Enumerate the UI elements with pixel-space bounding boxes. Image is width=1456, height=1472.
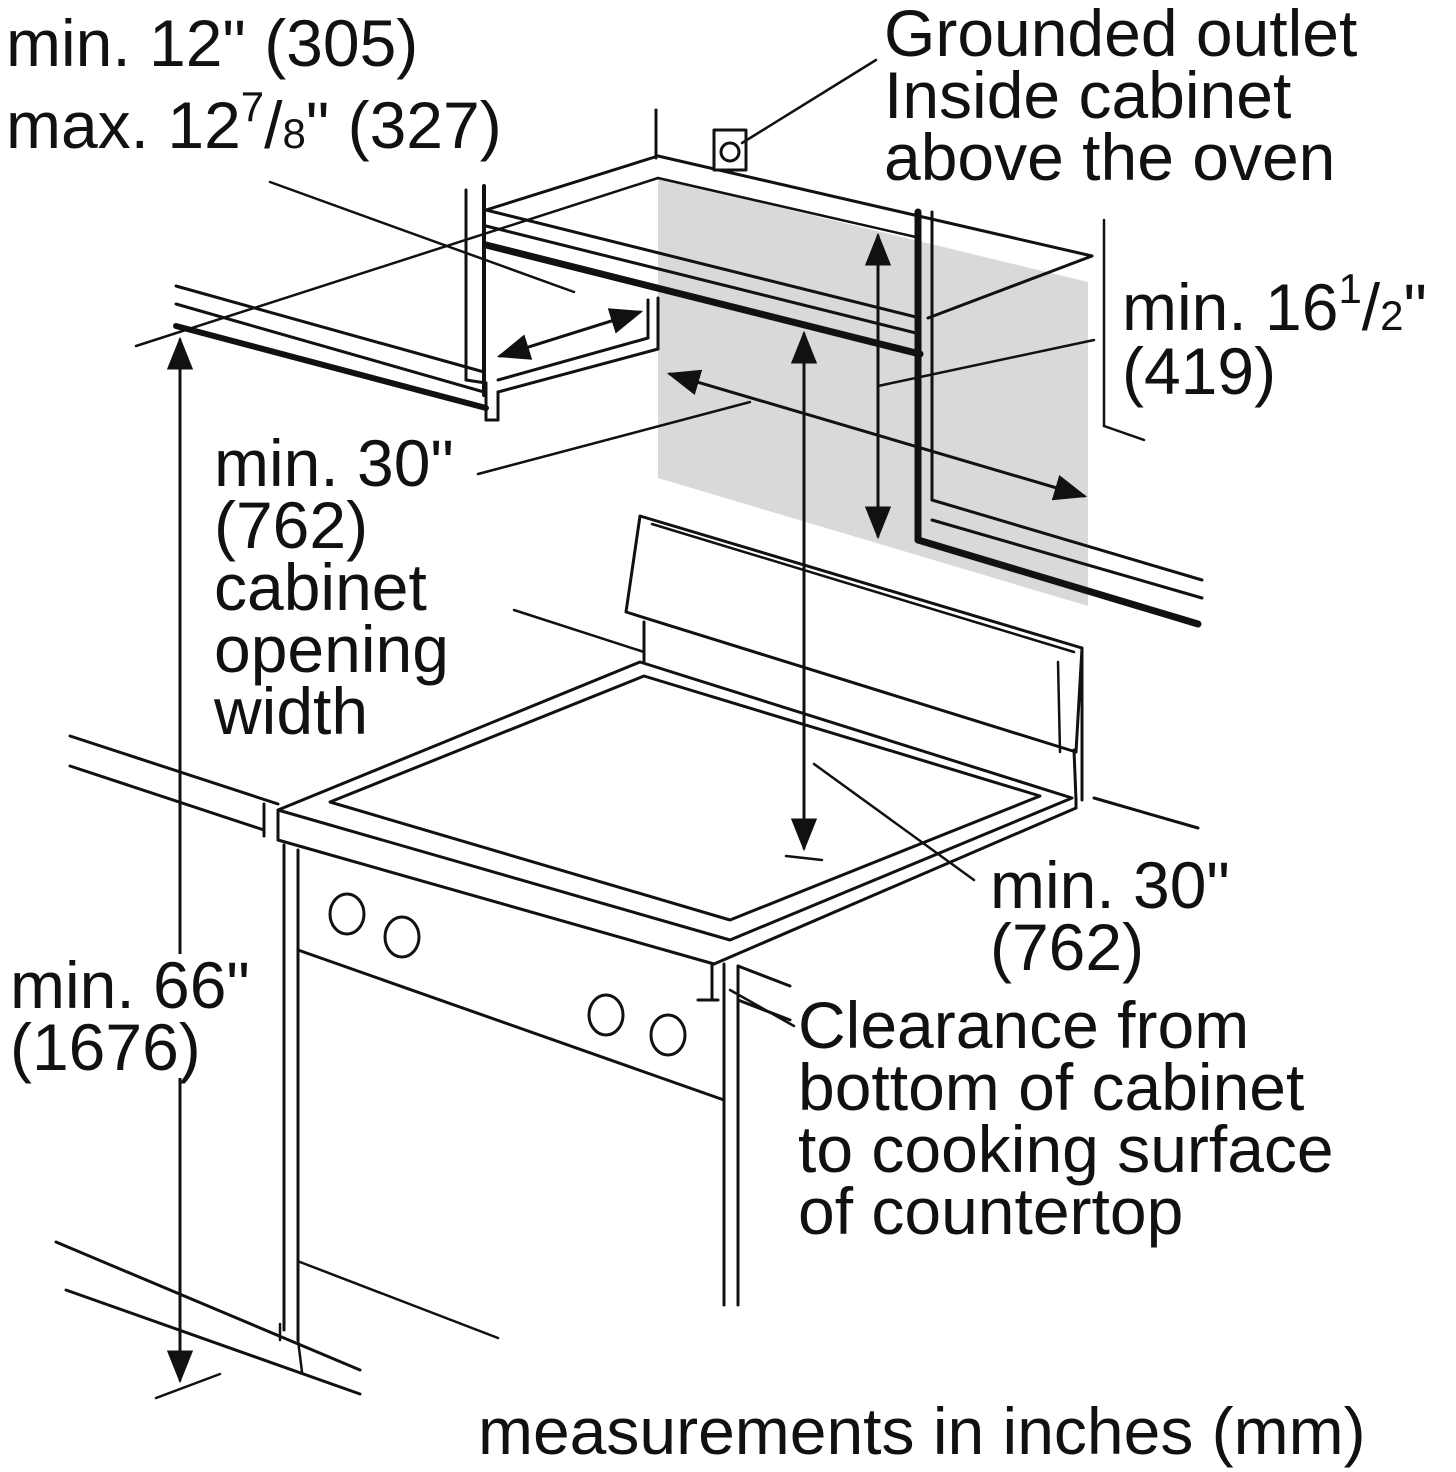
knob-icon bbox=[383, 915, 421, 959]
knob-icon bbox=[649, 1013, 687, 1057]
clearance-desc-label: Clearance from bottom of cabinet to cook… bbox=[798, 988, 1334, 1248]
cooktop-outer bbox=[276, 660, 1074, 942]
units-note: measurements in inches (mm) bbox=[478, 1394, 1366, 1468]
cabinet-width-label: min. 30" (762) cabinet opening width bbox=[214, 426, 454, 748]
total-height-label: min. 66" (1676) bbox=[10, 948, 250, 1084]
range-oven bbox=[276, 514, 1084, 1374]
outlet-height-mm-label: (419) bbox=[1122, 334, 1277, 408]
knob-icon bbox=[587, 993, 625, 1037]
dimension-lines bbox=[154, 180, 1096, 1400]
cooktop-inner bbox=[328, 674, 1042, 922]
clearance-value-label: min. 30" (762) bbox=[990, 848, 1230, 984]
outlet-height-label: min. 161/2" bbox=[1122, 265, 1427, 344]
cabinet-depth-max-label: max. 127/8" (327) bbox=[6, 83, 502, 162]
backguard bbox=[624, 514, 1084, 754]
outlet-label: Grounded outlet Inside cabinet above the… bbox=[884, 0, 1358, 194]
outlet-icon bbox=[712, 58, 878, 172]
cabinet-depth-min-label: min. 12" (305) bbox=[6, 6, 419, 80]
knob-icon bbox=[328, 892, 366, 936]
depth-12-arrow bbox=[496, 308, 644, 360]
